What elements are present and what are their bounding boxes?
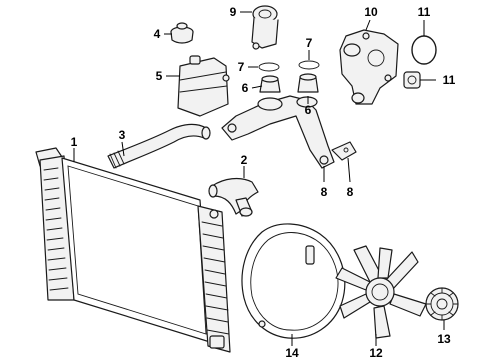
callout-13: 13	[437, 332, 451, 346]
callout-9: 9	[230, 5, 237, 19]
bracket	[331, 141, 357, 161]
callout-4: 4	[154, 27, 161, 41]
callout-3: 3	[119, 128, 126, 142]
callout-11-top: 11	[418, 5, 431, 19]
outlet-gasket	[403, 71, 421, 89]
callout-labels: 1 2 3 4 5 6 6 7 7 8 8 9 10 11 11 12 13 1…	[71, 5, 456, 360]
callout-14: 14	[285, 346, 299, 360]
callout-6-right: 6	[305, 103, 312, 117]
callout-7-left: 7	[238, 60, 245, 74]
thermostat-left	[259, 75, 281, 93]
water-pump	[339, 29, 399, 105]
fan-shroud	[241, 223, 346, 339]
upper-radiator-hose	[107, 123, 211, 169]
water-outlet	[251, 5, 279, 50]
callout-11-right: 11	[443, 73, 456, 87]
callout-5: 5	[156, 69, 163, 83]
coolant-crossover	[221, 95, 335, 169]
callout-12: 12	[369, 346, 383, 360]
leader-lines	[73, 11, 445, 346]
callout-1: 1	[71, 135, 78, 149]
seal-right	[298, 60, 320, 70]
callout-6-left: 6	[242, 81, 249, 95]
reservoir-cap	[170, 22, 194, 44]
thermostat-right	[297, 73, 319, 93]
pump-gasket	[411, 35, 437, 65]
radiator	[35, 147, 231, 353]
coolant-reservoir	[177, 55, 230, 117]
callout-8-left: 8	[321, 185, 328, 199]
seal-left	[258, 62, 280, 72]
callout-7-right: 7	[306, 36, 313, 50]
lower-radiator-hose	[208, 177, 259, 217]
callout-10: 10	[364, 5, 378, 19]
callout-2: 2	[241, 153, 248, 167]
fan-clutch	[425, 287, 459, 321]
callout-8-right: 8	[347, 185, 354, 199]
cooling-fan	[335, 245, 427, 339]
